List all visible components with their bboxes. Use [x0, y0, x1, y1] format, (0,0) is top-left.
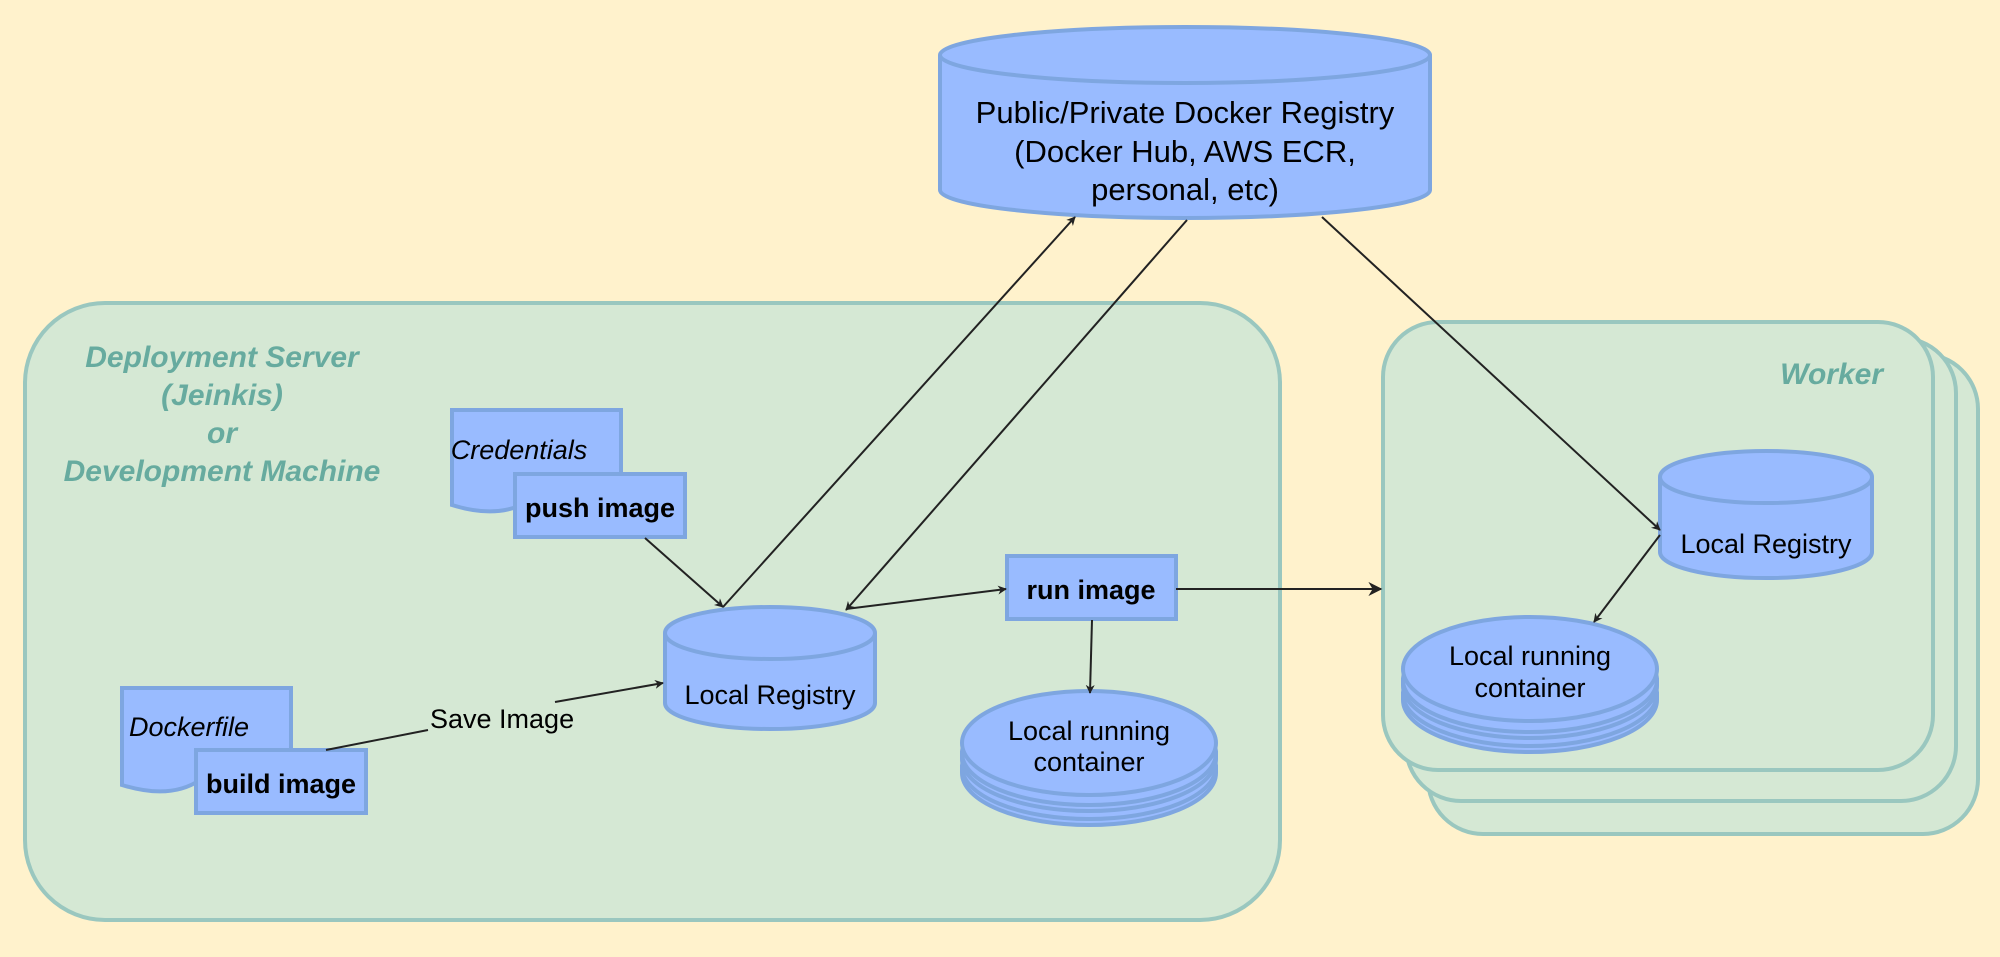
- edge-public-to-local-registry: [845, 219, 1188, 611]
- edge-public-to-worker-registry: [1321, 216, 1661, 531]
- worker-container-line-2: container: [1474, 673, 1585, 703]
- local-container-stack[interactable]: Local running container: [960, 689, 1218, 827]
- edge-push-to-local-registry: [644, 537, 724, 608]
- run-image-label: run image: [1026, 575, 1155, 605]
- deployment-title-line-3: or: [207, 417, 239, 450]
- public-registry-line-3: personal, etc): [1091, 172, 1279, 207]
- worker-container-line-1: Local running: [1449, 641, 1611, 671]
- edge-build-to-local-registry-a: [325, 729, 429, 751]
- local-registry-cylinder[interactable]: Local Registry: [663, 605, 877, 731]
- worker-region: Worker: [1381, 320, 1980, 836]
- public-registry-line-2: (Docker Hub, AWS ECR,: [1014, 134, 1356, 169]
- worker-title: Worker: [1780, 358, 1885, 391]
- edge-local-to-public-registry: [722, 216, 1076, 608]
- run-image-box[interactable]: run image: [1005, 554, 1178, 621]
- edge-local-registry-to-run-image: [845, 585, 1007, 610]
- deployment-title-line-2: (Jeinkis): [161, 379, 283, 412]
- dockerfile-label: Dockerfile: [129, 712, 249, 742]
- worker-local-registry-cylinder[interactable]: Local Registry: [1658, 449, 1874, 580]
- edge-run-image-to-container: [1085, 619, 1095, 694]
- edge-worker-registry-to-container: [1593, 534, 1661, 623]
- push-image-label: push image: [525, 493, 675, 523]
- local-registry-label: Local Registry: [684, 680, 856, 710]
- deployment-title-line-1: Deployment Server: [85, 341, 361, 374]
- edges: Save Image: [325, 216, 1661, 751]
- build-image-label: build image: [206, 769, 356, 799]
- edge-build-to-local-registry-b: [554, 679, 664, 703]
- save-image-label: Save Image: [430, 704, 574, 734]
- public-registry-line-1: Public/Private Docker Registry: [976, 95, 1395, 130]
- worker-local-registry-label: Local Registry: [1680, 529, 1852, 559]
- worker-container-stack[interactable]: Local running container: [1401, 615, 1659, 754]
- deployment-title-line-4: Development Machine: [64, 455, 381, 488]
- credentials-label: Credentials: [451, 435, 588, 465]
- build-image-box[interactable]: build image: [194, 748, 368, 815]
- local-container-line-1: Local running: [1008, 716, 1170, 746]
- push-image-box[interactable]: push image: [513, 472, 687, 539]
- local-container-line-2: container: [1033, 747, 1144, 777]
- public-registry-cylinder[interactable]: Public/Private Docker Registry (Docker H…: [938, 25, 1432, 220]
